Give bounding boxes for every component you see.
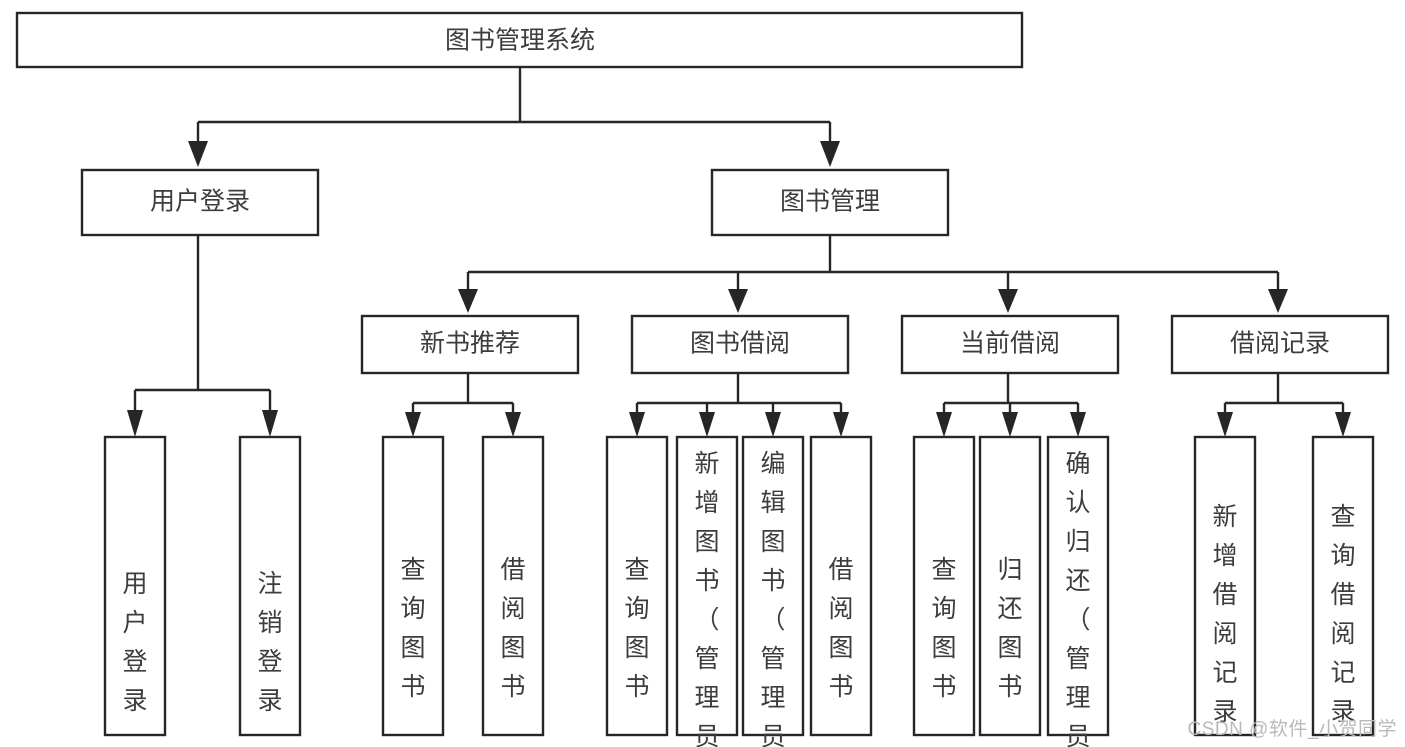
connector-group-borrow-record xyxy=(1217,373,1351,437)
connector-group-book-manage xyxy=(458,235,1288,313)
arrow-head-new-book-rec xyxy=(458,289,478,313)
leaf-book-borrow-0[interactable]: 查询图书 xyxy=(605,435,669,737)
node-borrow-record-label: 借阅记录 xyxy=(1230,330,1330,358)
node-new-book-rec-box[interactable] xyxy=(360,314,580,375)
node-book-manage[interactable]: 图书管理 xyxy=(710,168,950,237)
leaf-new-book-rec-0[interactable]: 查询图书 xyxy=(381,435,445,737)
leaf-current-borrow-2-label: 确认归还（管理员） xyxy=(1065,450,1090,747)
node-user-login-label: 用户登录 xyxy=(150,188,250,216)
leaf-current-borrow-1[interactable]: 归还图书 xyxy=(978,435,1042,737)
leaf-book-borrow-1-label: 新增图书（管理员） xyxy=(694,450,719,747)
node-current-borrow[interactable]: 当前借阅 xyxy=(900,314,1120,375)
arrow-head-leaf-book-borrow-1 xyxy=(699,412,715,437)
leaf-borrow-record-0[interactable]: 新增借阅记录 xyxy=(1193,435,1257,737)
node-root-box[interactable] xyxy=(15,11,1024,69)
arrow-head-leaf-new-book-rec-1 xyxy=(505,412,521,437)
leaf-book-borrow-3-box[interactable] xyxy=(809,435,873,737)
connector-group-user-login xyxy=(127,235,278,437)
arrow-head-leaf-user-login-1 xyxy=(262,410,278,437)
node-user-login-box[interactable] xyxy=(80,168,320,237)
arrow-head-borrow-record xyxy=(1268,289,1288,313)
node-root[interactable]: 图书管理系统 xyxy=(15,11,1024,69)
node-book-manage-label: 图书管理 xyxy=(780,188,880,216)
node-book-borrow-label: 图书借阅 xyxy=(690,330,790,358)
arrow-head-leaf-borrow-record-1 xyxy=(1335,412,1351,437)
arrow-head-book-borrow xyxy=(728,289,748,313)
arrow-head-leaf-current-borrow-1 xyxy=(1002,412,1018,437)
arrow-head-leaf-current-borrow-2 xyxy=(1070,412,1086,437)
leaf-user-login-1-label: 注销登录 xyxy=(257,570,282,715)
arrow-head-leaf-new-book-rec-0 xyxy=(405,412,421,437)
leaf-borrow-record-1-box[interactable] xyxy=(1311,435,1375,737)
connector-group-root xyxy=(188,67,840,167)
leaf-new-book-rec-1-box[interactable] xyxy=(481,435,545,737)
arrow-head-leaf-current-borrow-0 xyxy=(936,412,952,437)
node-user-login[interactable]: 用户登录 xyxy=(80,168,320,237)
node-current-borrow-box[interactable] xyxy=(900,314,1120,375)
leaf-current-borrow-0-box[interactable] xyxy=(912,435,976,737)
leaf-current-borrow-0-label: 查询图书 xyxy=(931,556,956,701)
node-book-borrow-box[interactable] xyxy=(630,314,850,375)
leaf-current-borrow-1-label: 归还图书 xyxy=(997,556,1022,701)
leaf-user-login-1-box[interactable] xyxy=(238,435,302,737)
arrow-head-leaf-book-borrow-0 xyxy=(629,412,645,437)
leaf-user-login-0-box[interactable] xyxy=(103,435,167,737)
leaf-book-borrow-2-box[interactable] xyxy=(741,435,805,737)
leaf-new-book-rec-0-label: 查询图书 xyxy=(400,556,425,701)
arrow-head-current-borrow xyxy=(998,289,1018,313)
leaf-book-borrow-2[interactable]: 编辑图书（管理员） xyxy=(741,435,805,747)
leaf-current-borrow-2[interactable]: 确认归还（管理员） xyxy=(1046,435,1110,747)
leaf-book-borrow-0-box[interactable] xyxy=(605,435,669,737)
leaf-borrow-record-1[interactable]: 查询借阅记录 xyxy=(1311,435,1375,737)
leaf-user-login-1[interactable]: 注销登录 xyxy=(238,435,302,737)
node-book-borrow[interactable]: 图书借阅 xyxy=(630,314,850,375)
leaf-borrow-record-0-box[interactable] xyxy=(1193,435,1257,737)
connector-group-new-book-rec xyxy=(405,373,521,437)
arrow-head-leaf-user-login-0 xyxy=(127,410,143,437)
leaf-borrow-record-0-label: 新增借阅记录 xyxy=(1212,503,1237,726)
arrow-head-user-login xyxy=(188,141,208,167)
leaf-book-borrow-1[interactable]: 新增图书（管理员） xyxy=(675,435,739,747)
node-new-book-rec-label: 新书推荐 xyxy=(420,330,520,358)
leaf-new-book-rec-0-box[interactable] xyxy=(381,435,445,737)
connector-group-current-borrow xyxy=(936,373,1086,437)
node-book-manage-box[interactable] xyxy=(710,168,950,237)
leaf-current-borrow-0[interactable]: 查询图书 xyxy=(912,435,976,737)
leaf-book-borrow-1-box[interactable] xyxy=(675,435,739,737)
node-root-label: 图书管理系统 xyxy=(445,27,595,55)
leaf-current-borrow-2-box[interactable] xyxy=(1046,435,1110,737)
arrow-head-leaf-borrow-record-0 xyxy=(1217,412,1233,437)
node-new-book-rec[interactable]: 新书推荐 xyxy=(360,314,580,375)
node-current-borrow-label: 当前借阅 xyxy=(960,330,1060,358)
leaf-book-borrow-0-label: 查询图书 xyxy=(624,556,649,701)
arrow-head-leaf-book-borrow-3 xyxy=(833,412,849,437)
arrow-head-book-manage xyxy=(820,141,840,167)
node-borrow-record[interactable]: 借阅记录 xyxy=(1170,314,1390,375)
leaf-borrow-record-1-label: 查询借阅记录 xyxy=(1330,503,1355,726)
arrow-head-leaf-book-borrow-2 xyxy=(765,412,781,437)
leaf-book-borrow-2-label: 编辑图书（管理员） xyxy=(760,450,785,747)
leaf-book-borrow-3[interactable]: 借阅图书 xyxy=(809,435,873,737)
leaf-book-borrow-3-label: 借阅图书 xyxy=(828,556,853,701)
leaf-user-login-0[interactable]: 用户登录 xyxy=(103,435,167,737)
leaf-new-book-rec-1-label: 借阅图书 xyxy=(500,556,525,701)
node-borrow-record-box[interactable] xyxy=(1170,314,1390,375)
leaf-new-book-rec-1[interactable]: 借阅图书 xyxy=(481,435,545,737)
leaf-current-borrow-1-box[interactable] xyxy=(978,435,1042,737)
connector-group-book-borrow xyxy=(629,373,849,437)
leaf-user-login-0-label: 用户登录 xyxy=(122,570,147,715)
